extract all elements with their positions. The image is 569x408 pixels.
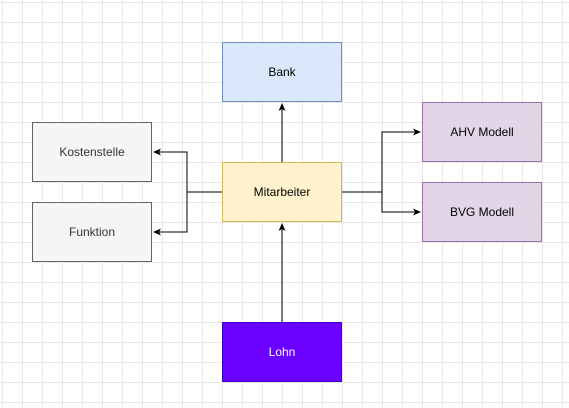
node-funktion-label: Funktion [68,225,116,239]
node-funktion[interactable]: Funktion [32,202,152,262]
node-ahv-modell-label: AHV Modell [450,125,514,139]
node-bvg-modell-label: BVG Modell [449,205,515,219]
node-kostenstelle-label: Kostenstelle [59,145,125,159]
node-mitarbeiter-label: Mitarbeiter [253,185,311,199]
node-kostenstelle[interactable]: Kostenstelle [32,122,152,182]
node-bvg-modell[interactable]: BVG Modell [422,182,542,242]
edge-mitarbeiter-kostenstelle [153,148,222,193]
edge-mitarbeiter-bvg [342,191,421,216]
node-lohn[interactable]: Lohn [222,322,342,382]
node-bank[interactable]: Bank [222,42,342,102]
node-bank-label: Bank [268,65,296,79]
node-mitarbeiter[interactable]: Mitarbeiter [222,162,342,222]
edge-mitarbeiter-funktion [153,191,222,236]
edge-mitarbeiter-ahv [342,128,421,193]
node-ahv-modell[interactable]: AHV Modell [422,102,542,162]
node-lohn-label: Lohn [268,345,296,359]
